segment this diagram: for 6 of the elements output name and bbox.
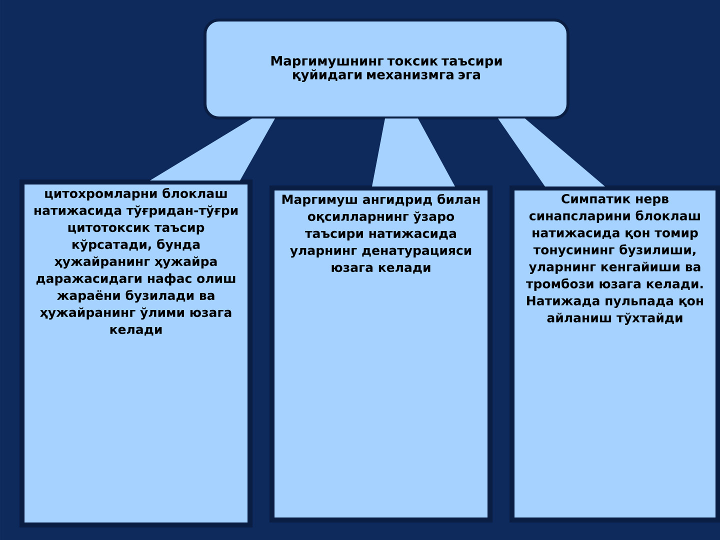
callout-wedge: [372, 118, 455, 186]
text-box: цитохромларни блоклаш натижасида тўғридан-тўғри цитотоксик таъсир кўрсатади, бунда ҳужайранинг ҳужайра даражасидаги нафас олиш жараёни бузилади ва ҳужайранинг ўлими юзага келади: [20, 180, 252, 528]
callout-wedge: [150, 118, 275, 180]
text-box: Маргимуш ангидрид билан оқсилларнинг ўзаро таъсири натижасида уларнинг денатурацияси юзага келади: [270, 185, 492, 522]
callout-wedge: [498, 118, 605, 186]
text-box: Симпатик нерв синапсларини блоклаш натижасида қон томир тонусининг бузилиши, уларнинг кенгайиши ва тромбози юзага келади. Натижада пульпада қон айланиш тўхтайди: [510, 185, 720, 522]
